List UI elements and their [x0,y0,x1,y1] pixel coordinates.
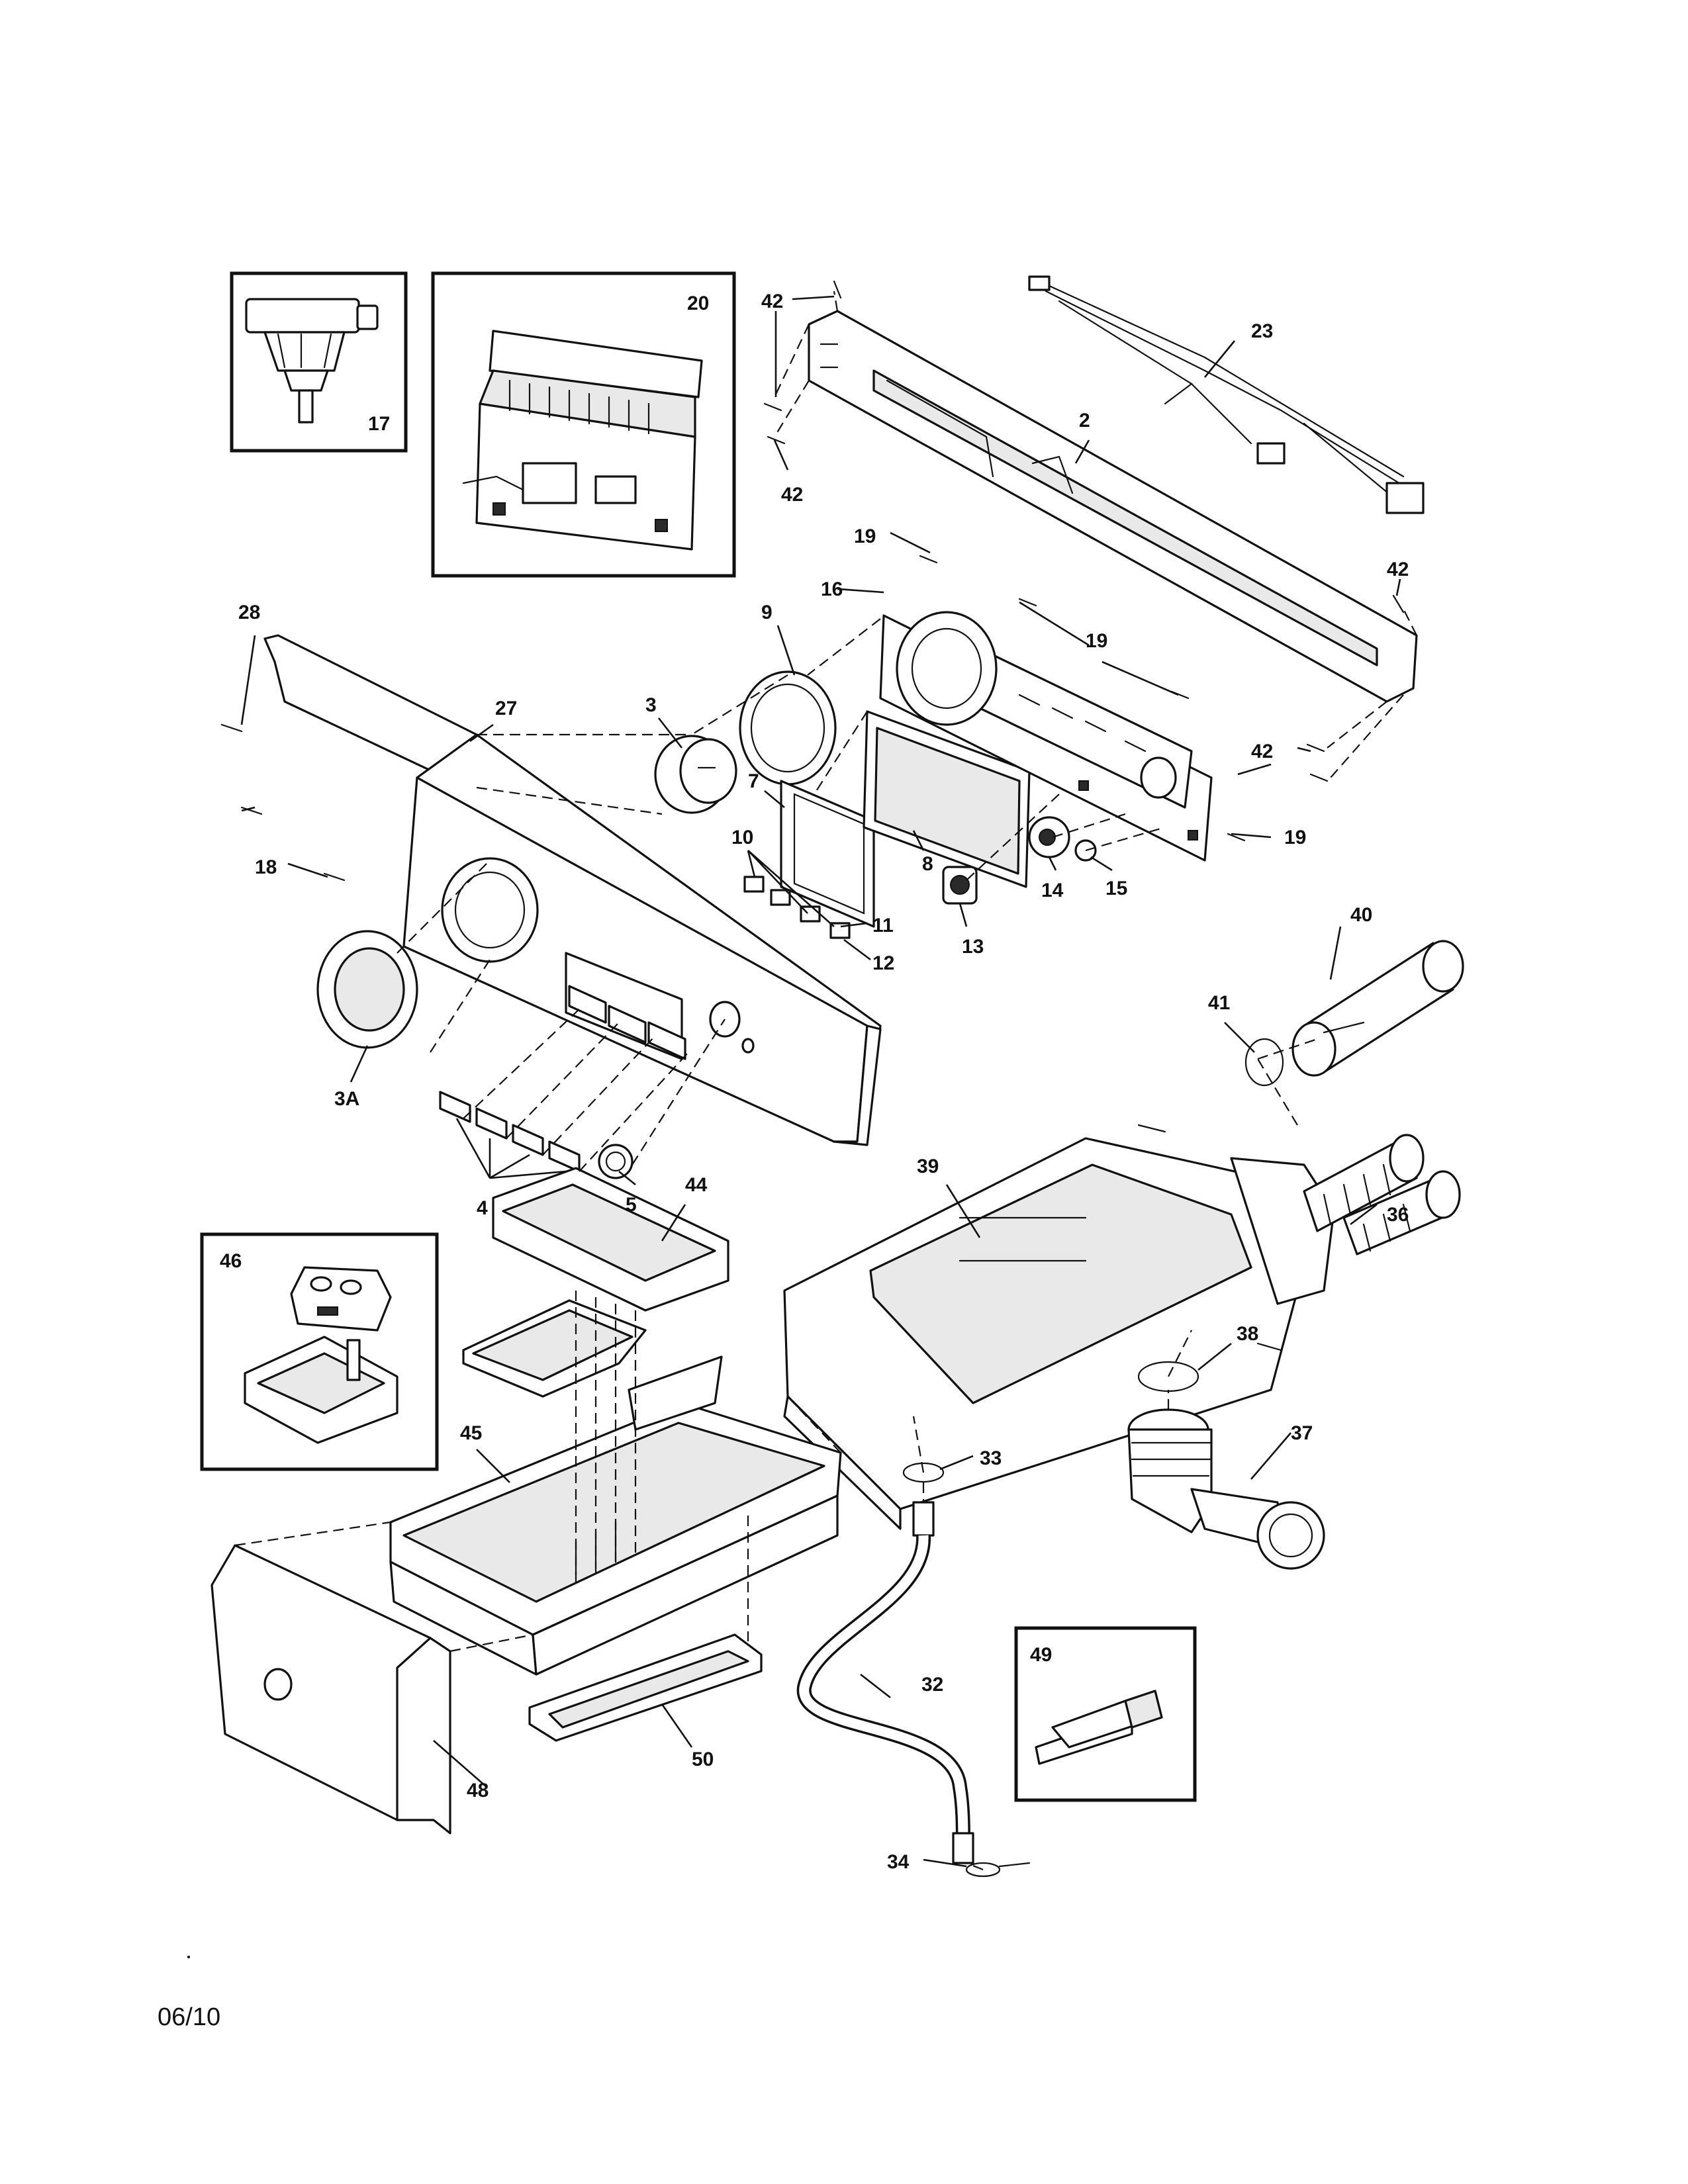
callout-46: 46 [220,1250,242,1272]
part-7-display-bezel [780,780,875,928]
callout-2: 2 [1079,410,1090,432]
part-48-drawer-front [211,1544,451,1835]
part-14-encoder [1028,816,1070,858]
callout-12: 12 [872,952,894,974]
callout-41: 41 [1208,992,1230,1014]
callout-3: 3 [645,694,657,716]
callout-42-b: 42 [781,484,803,506]
part-32-drain-hose [796,1501,974,1864]
callout-42-c: 42 [1387,559,1409,580]
part-5-knob-cap [598,1144,633,1179]
callouts: 42 42 23 2 19 42 16 9 19 28 27 3 42 7 19… [238,291,1409,1873]
callout-20: 20 [687,293,709,314]
callout-19-c: 19 [1284,827,1306,848]
part-49-tool [1035,1690,1163,1765]
callout-38: 38 [1237,1323,1258,1345]
leader-lines [240,295,1401,1868]
callout-48: 48 [467,1780,489,1801]
part-36-inlet-valve [1303,1134,1461,1255]
callout-34: 34 [887,1851,910,1873]
part-17-pressure-switch [245,298,379,424]
part-34-clamp [965,1862,1031,1878]
inset-17: 17 [230,271,408,453]
callout-19-b: 19 [1086,630,1107,652]
part-16-control-board-assembly [879,611,1213,862]
part-13-switch [942,866,978,905]
callout-8: 8 [922,853,933,875]
part-3A-trim-ring [316,930,418,1049]
part-3-knob [654,735,737,814]
part-27-control-panel [263,634,882,1146]
part-23-wire-harness [1028,275,1425,514]
callout-37: 37 [1291,1422,1313,1444]
part-20-control-board [462,330,703,551]
callout-13: 13 [962,936,984,958]
callout-23: 23 [1251,320,1273,342]
callout-49: 49 [1030,1644,1052,1666]
part-50-siphon-tray [528,1633,763,1742]
callout-44: 44 [685,1174,708,1196]
stray-dot [187,1956,190,1958]
inset-49: 49 [1014,1626,1197,1802]
callout-39: 39 [917,1156,939,1177]
callout-4: 4 [477,1197,488,1219]
callout-11: 11 [872,915,894,936]
callout-14: 14 [1041,880,1064,901]
callout-45: 45 [460,1422,482,1444]
callout-15: 15 [1105,878,1127,899]
callout-50: 50 [692,1749,714,1770]
callout-17: 17 [368,413,390,435]
date-code: 06/10 [158,2003,220,2031]
callout-32: 32 [921,1674,943,1696]
callout-27: 27 [495,698,517,719]
part-41-o-ring [1244,1038,1284,1087]
part-40-filter [1291,940,1464,1077]
callout-19-a: 19 [854,525,876,547]
callout-7: 7 [748,770,759,792]
assembly-lines [234,291,1417,1871]
inset-20: 20 [431,271,736,578]
callout-40: 40 [1350,904,1372,926]
part-33-clamp [902,1462,945,1483]
callout-33: 33 [980,1447,1002,1469]
callout-16: 16 [821,578,843,600]
callout-10: 10 [731,827,753,848]
part-8-display-lens [863,710,1031,888]
callout-3A: 3A [334,1088,359,1110]
callout-36: 36 [1387,1204,1409,1226]
part-37-hose [1127,1408,1325,1570]
part-46-softener-cap [244,1266,399,1444]
callout-5: 5 [626,1194,637,1216]
part-44-cup-covers [462,1167,729,1398]
part-9-selector-ring [739,670,837,786]
callout-28: 28 [238,602,260,623]
callout-42-d: 42 [1251,741,1273,762]
callout-9: 9 [761,602,773,623]
callout-42-a: 42 [761,291,783,312]
part-4-button-caps [439,1091,581,1173]
callout-18: 18 [255,856,277,878]
screws [220,280,1405,882]
inset-46: 46 [200,1232,439,1471]
